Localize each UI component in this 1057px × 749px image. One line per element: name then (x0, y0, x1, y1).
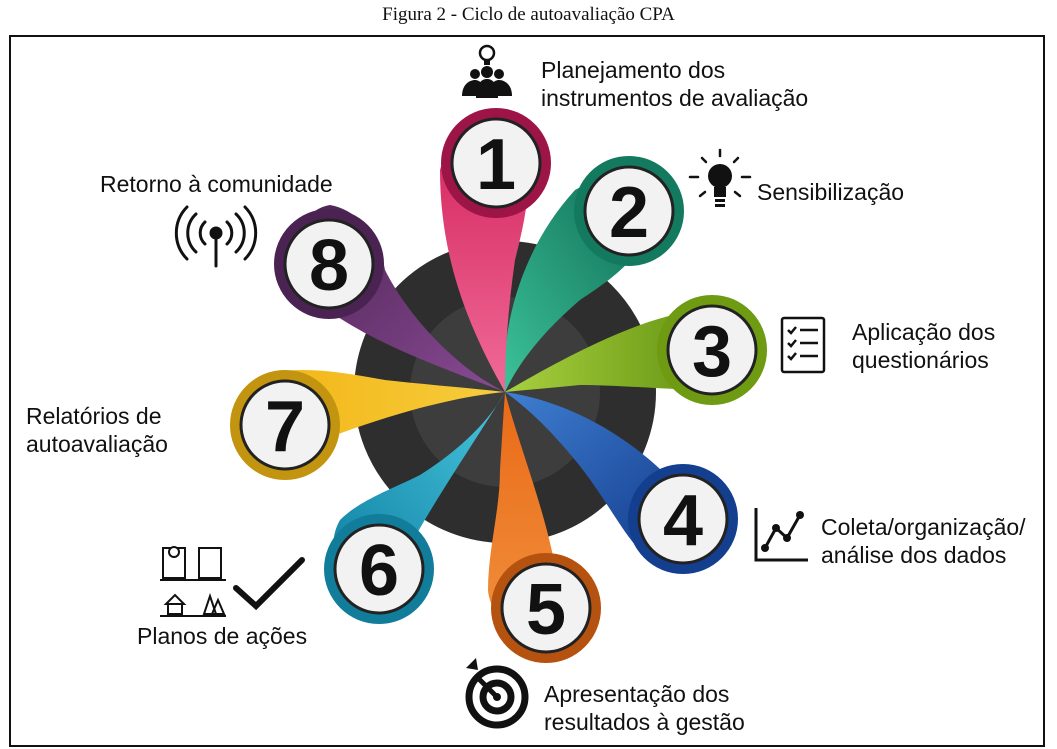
step-circle-7: 7 (230, 370, 340, 480)
step-label-3-line-2: questionários (852, 347, 989, 373)
step-number-2: 2 (609, 173, 649, 253)
step-number-5: 5 (526, 570, 566, 650)
lightbulb-icon (688, 148, 752, 207)
step-label-4: Coleta/organização/ análise dos dados (821, 513, 1026, 569)
line-chart-icon (754, 508, 808, 562)
step-label-6: Planos de ações (137, 622, 307, 650)
step-circle-3: 3 (657, 295, 767, 405)
step-label-7-line-2: autoavaliação (26, 431, 168, 457)
team-idea-icon (462, 44, 512, 98)
step-label-2-line-1: Sensibilização (757, 179, 905, 205)
step-label-4-line-1: Coleta/organização/ (821, 514, 1026, 540)
step-label-5-line-1: Apresentação dos (544, 681, 730, 707)
step-number-7: 7 (265, 387, 305, 467)
step-number-8: 8 (309, 226, 349, 306)
step-label-5-line-2: resultados à gestão (544, 709, 745, 735)
checklist-icon (780, 316, 826, 374)
step-label-5: Apresentação dos resultados à gestão (544, 680, 745, 736)
step-number-3: 3 (692, 312, 732, 392)
target-icon (465, 658, 529, 729)
step-label-3-line-1: Aplicação dos (852, 319, 996, 345)
step-circle-8: 8 (274, 209, 384, 319)
step-circle-6: 6 (324, 514, 434, 624)
buildings-check-icon (160, 546, 305, 617)
step-label-8: Retorno à comunidade (100, 170, 333, 198)
step-label-7: Relatórios de autoavaliação (26, 402, 168, 458)
step-number-6: 6 (359, 531, 399, 611)
broadcast-antenna-icon (174, 205, 258, 268)
step-label-4-line-2: análise dos dados (821, 542, 1007, 568)
step-label-3: Aplicação dos questionários (852, 318, 995, 374)
step-label-2: Sensibilização (757, 178, 904, 206)
step-circle-2: 2 (574, 156, 684, 266)
step-label-7-line-1: Relatórios de (26, 403, 162, 429)
step-label-8-line-1: Retorno à comunidade (100, 171, 333, 197)
figure-frame (9, 35, 1045, 747)
step-number-1: 1 (476, 125, 516, 205)
step-number-4: 4 (663, 481, 703, 561)
step-label-1-line-1: Planejamento dos (541, 57, 726, 83)
step-circle-1: 1 (441, 108, 551, 218)
step-circle-5: 5 (491, 553, 601, 663)
step-label-1-line-2: instrumentos de avaliação (541, 85, 809, 111)
step-label-1: Planejamento dos instrumentos de avaliaç… (541, 56, 808, 112)
step-circle-4: 4 (628, 464, 738, 574)
step-label-6-line-1: Planos de ações (137, 623, 308, 649)
figure-caption: Figura 2 - Ciclo de autoavaliação CPA (382, 4, 675, 25)
